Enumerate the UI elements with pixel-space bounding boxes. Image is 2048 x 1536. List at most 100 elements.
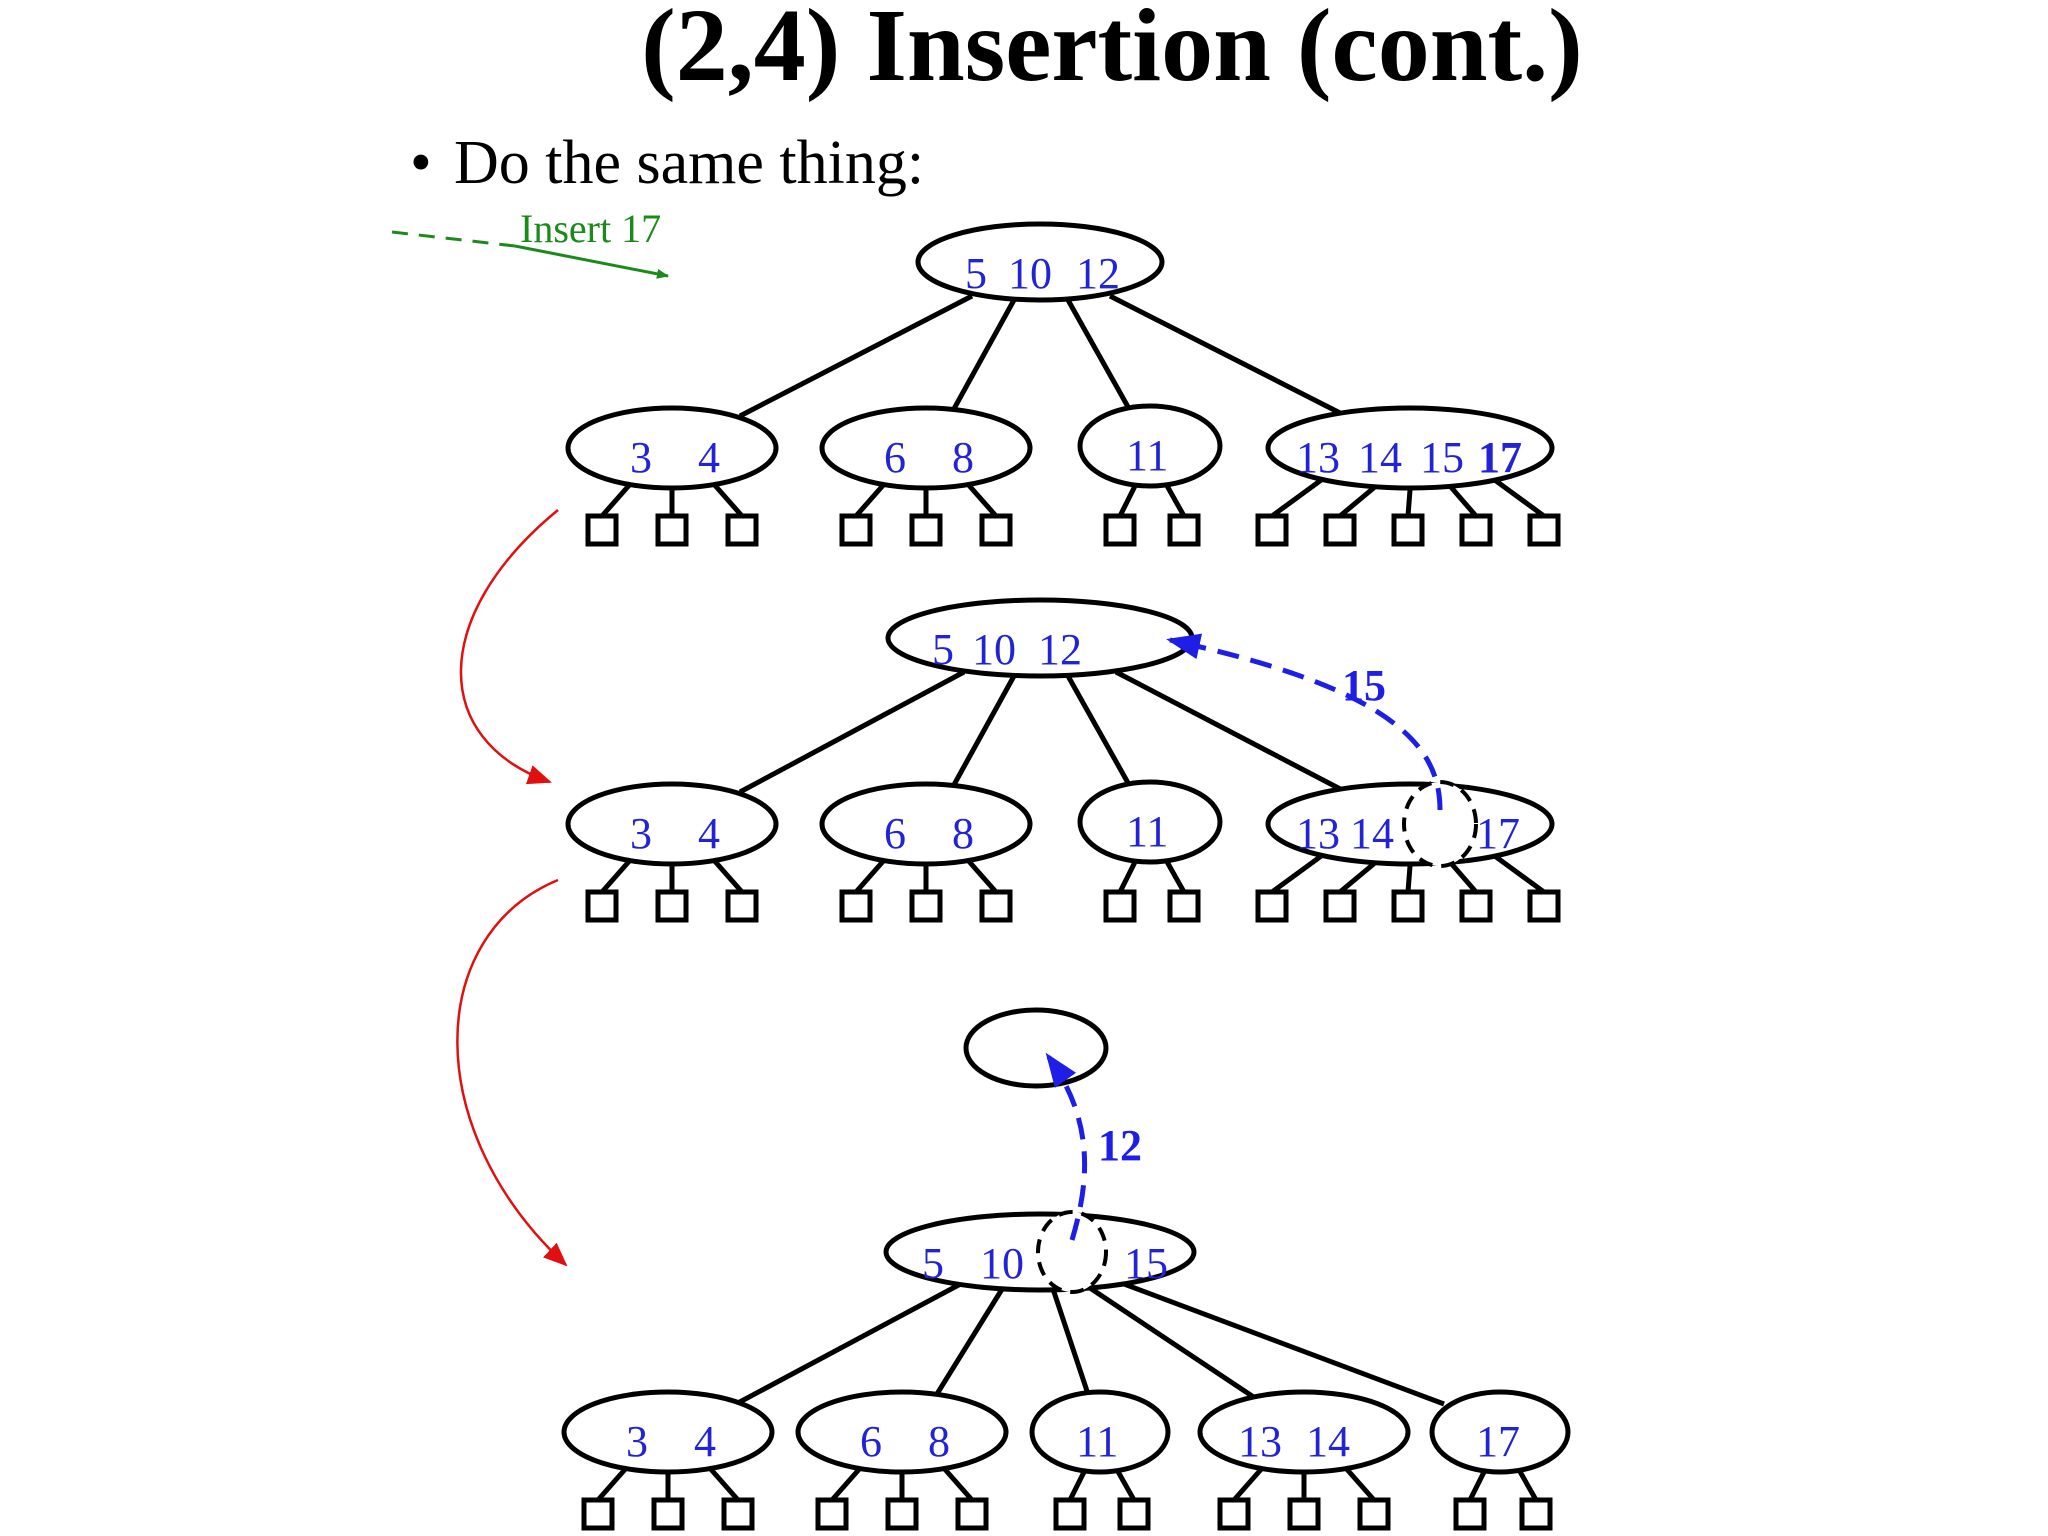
stage-3-tree: 5 10 15 12 3 4 6 8 11 13 14 17 bbox=[561, 1007, 1571, 1531]
stage-2-child-node bbox=[819, 781, 1033, 867]
stage-3-child-key: 14 bbox=[1306, 1417, 1350, 1466]
promote-arrow-15 bbox=[1166, 633, 1443, 811]
stage-1-child-key: 8 bbox=[952, 433, 974, 482]
stage-2-child-key: 17 bbox=[1476, 809, 1520, 858]
stage-2-child-key: 13 bbox=[1296, 809, 1340, 858]
leaf-node bbox=[1053, 1497, 1087, 1531]
leaf-node bbox=[725, 889, 759, 923]
stage-2-root-key: 12 bbox=[1038, 625, 1082, 674]
stage-2-child-node bbox=[565, 781, 779, 867]
stage-2-root-key: 5 bbox=[932, 625, 954, 674]
stage-2-root-key: 10 bbox=[972, 625, 1016, 674]
stage-1-root-key: 5 bbox=[965, 249, 987, 298]
stage-1-child-node bbox=[565, 405, 779, 491]
stage-1-child-key: 3 bbox=[630, 433, 652, 482]
stage-2-removed-key-marker bbox=[1402, 780, 1478, 868]
leaf-node bbox=[815, 1497, 849, 1531]
stage-3-middle-key: 5 bbox=[922, 1239, 944, 1288]
leaf-node bbox=[1391, 889, 1425, 923]
stage-1-child-node bbox=[1077, 403, 1223, 489]
stage-3-new-root-node bbox=[963, 1007, 1109, 1089]
leaf-node bbox=[909, 513, 943, 547]
leaf-node bbox=[1287, 1497, 1321, 1531]
leaf-node bbox=[655, 513, 689, 547]
stage-1-child-key: 11 bbox=[1126, 431, 1168, 480]
leaf-node bbox=[1527, 889, 1561, 923]
leaf-node bbox=[955, 1497, 989, 1531]
leaf-node bbox=[1519, 1497, 1553, 1531]
leaf-node bbox=[725, 513, 759, 547]
stage-3-child-key: 3 bbox=[626, 1417, 648, 1466]
stage-3-child-key: 11 bbox=[1076, 1417, 1118, 1466]
stage-1-child-key: 6 bbox=[884, 433, 906, 482]
leaf-node bbox=[1255, 513, 1289, 547]
stage-2-tree: 5 10 12 3 4 6 8 11 13 14 17 15 bbox=[565, 597, 1561, 923]
leaf-node bbox=[1167, 513, 1201, 547]
leaf-node bbox=[1255, 889, 1289, 923]
stage-1-child-key: 15 bbox=[1420, 433, 1464, 482]
stage-3-child-key: 13 bbox=[1238, 1417, 1282, 1466]
leaf-node bbox=[1453, 1497, 1487, 1531]
stage-3-middle-key: 15 bbox=[1124, 1239, 1168, 1288]
stage-3-child-node bbox=[795, 1389, 1009, 1475]
promote-label-12: 12 bbox=[1098, 1121, 1142, 1170]
leaf-node bbox=[651, 1497, 685, 1531]
stage-3-child-key: 8 bbox=[928, 1417, 950, 1466]
stage-2-child-node bbox=[1077, 779, 1223, 865]
stage-2-child-key: 6 bbox=[884, 809, 906, 858]
leaf-node bbox=[1103, 513, 1137, 547]
stage-1-child-node bbox=[819, 405, 1033, 491]
leaf-node bbox=[585, 513, 619, 547]
leaf-node bbox=[1459, 889, 1493, 923]
stage-3-removed-key-marker bbox=[1036, 1210, 1108, 1294]
stage-1-root-key: 12 bbox=[1076, 249, 1120, 298]
leaf-node bbox=[585, 889, 619, 923]
stage-1-child-key: 4 bbox=[698, 433, 720, 482]
insert-label: Insert 17 bbox=[520, 206, 661, 251]
leaf-node bbox=[1167, 889, 1201, 923]
insert-arrow-dashed bbox=[391, 230, 516, 248]
stage-3-child-key: 6 bbox=[860, 1417, 882, 1466]
stage-1-child-key: 13 bbox=[1296, 433, 1340, 482]
leaf-node bbox=[1357, 1497, 1391, 1531]
leaf-node bbox=[909, 889, 943, 923]
leaf-node bbox=[1117, 1497, 1151, 1531]
slide-title: (2,4) Insertion (cont.) bbox=[641, 0, 1583, 103]
leaf-node bbox=[839, 889, 873, 923]
stage-2-child-key: 11 bbox=[1126, 807, 1168, 856]
leaf-node bbox=[1323, 513, 1357, 547]
stage-1-tree: 5 10 12 3 4 6 8 11 13 14 15 17 bbox=[565, 221, 1561, 547]
stage-1-child-node bbox=[1265, 405, 1555, 491]
stage-2-child-key: 14 bbox=[1350, 809, 1394, 858]
stage-3-child-node bbox=[1029, 1389, 1171, 1475]
stage-2-child-key: 3 bbox=[630, 809, 652, 858]
stage-1-child-key: 14 bbox=[1358, 433, 1402, 482]
leaf-node bbox=[1527, 513, 1561, 547]
bullet-marker: • bbox=[410, 129, 432, 197]
stage-1-root-key: 10 bbox=[1008, 249, 1052, 298]
leaf-node bbox=[721, 1497, 755, 1531]
promote-label-15: 15 bbox=[1342, 661, 1386, 710]
leaf-node bbox=[1103, 889, 1137, 923]
insert-arrow bbox=[514, 244, 669, 279]
leaf-node bbox=[1459, 513, 1493, 547]
leaf-node bbox=[655, 889, 689, 923]
leaf-node bbox=[581, 1497, 615, 1531]
flow-arrow-1 bbox=[459, 509, 559, 785]
leaf-node bbox=[839, 513, 873, 547]
stage-2-child-key: 8 bbox=[952, 809, 974, 858]
stage-2-child-key: 4 bbox=[698, 809, 720, 858]
stage-1-root-node bbox=[915, 221, 1165, 303]
stage-3-child-node bbox=[1429, 1389, 1571, 1475]
flow-arrow-2 bbox=[456, 878, 568, 1267]
stage-3-child-key: 4 bbox=[694, 1417, 716, 1466]
stage-3-child-node bbox=[1197, 1389, 1411, 1475]
leaf-node bbox=[979, 889, 1013, 923]
leaf-node bbox=[885, 1497, 919, 1531]
bullet-point: •Do the same thing: bbox=[410, 132, 924, 194]
leaf-node bbox=[1391, 513, 1425, 547]
stage-3-middle-key: 10 bbox=[980, 1239, 1024, 1288]
stage-1-child-key-new: 17 bbox=[1478, 433, 1522, 482]
stage-3-child-node bbox=[561, 1389, 775, 1475]
